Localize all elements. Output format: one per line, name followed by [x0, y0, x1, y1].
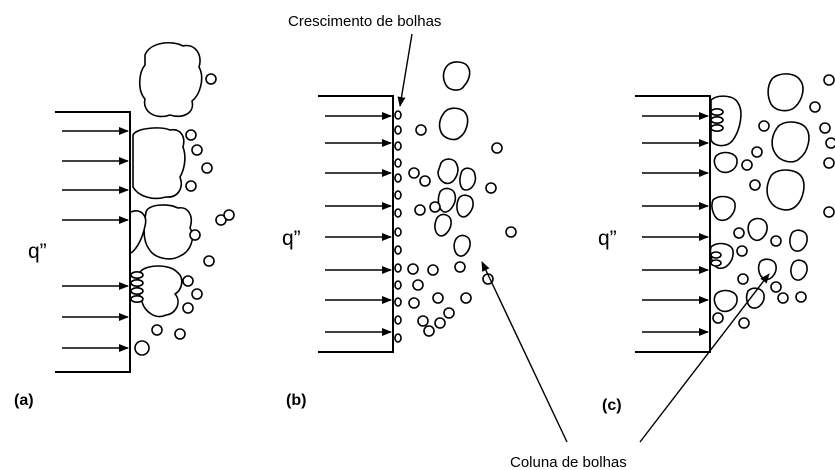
heat-flux-arrows-a [62, 127, 129, 352]
vapor-mushroom-top-a [138, 41, 203, 118]
annotation-top-label: Crescimento de bolhas [288, 13, 441, 30]
vapor-bubbles-c [709, 73, 835, 329]
panel-label-a: (a) [14, 392, 34, 409]
heat-flux-label-b: q” [282, 227, 301, 250]
annotation-bottom-pointer-c [639, 273, 770, 443]
annotation-top-pointer [397, 33, 413, 107]
annotation-coluna: Coluna de bolhas [481, 261, 770, 470]
heat-flux-label-c: q” [598, 227, 617, 250]
panel-b: q” (b) [282, 61, 517, 409]
heat-flux-arrows-b [325, 112, 392, 336]
vapor-column-1-a [132, 127, 186, 200]
vapor-bubbles-a [130, 41, 235, 356]
bubbles-b [394, 61, 517, 343]
annotation-bottom-pointer-b [481, 261, 568, 443]
heat-flux-label-a: q” [28, 240, 47, 263]
heat-flux-arrows-c [642, 112, 709, 336]
annotation-bottom-label: Coluna de bolhas [510, 454, 627, 470]
heated-wall-b [318, 95, 394, 353]
vapor-mushroom-bottom-a [137, 265, 183, 318]
panel-c: q” (c) [598, 73, 835, 414]
panel-a: q” (a) [14, 41, 235, 409]
vapor-stem-a [130, 210, 147, 254]
heated-wall-a [55, 111, 131, 373]
panel-label-c: (c) [602, 397, 622, 414]
heated-wall-c [635, 95, 711, 353]
annotation-crescimento: Crescimento de bolhas [288, 13, 441, 107]
vapor-column-2-a [143, 204, 194, 260]
panel-label-b: (b) [286, 392, 306, 409]
